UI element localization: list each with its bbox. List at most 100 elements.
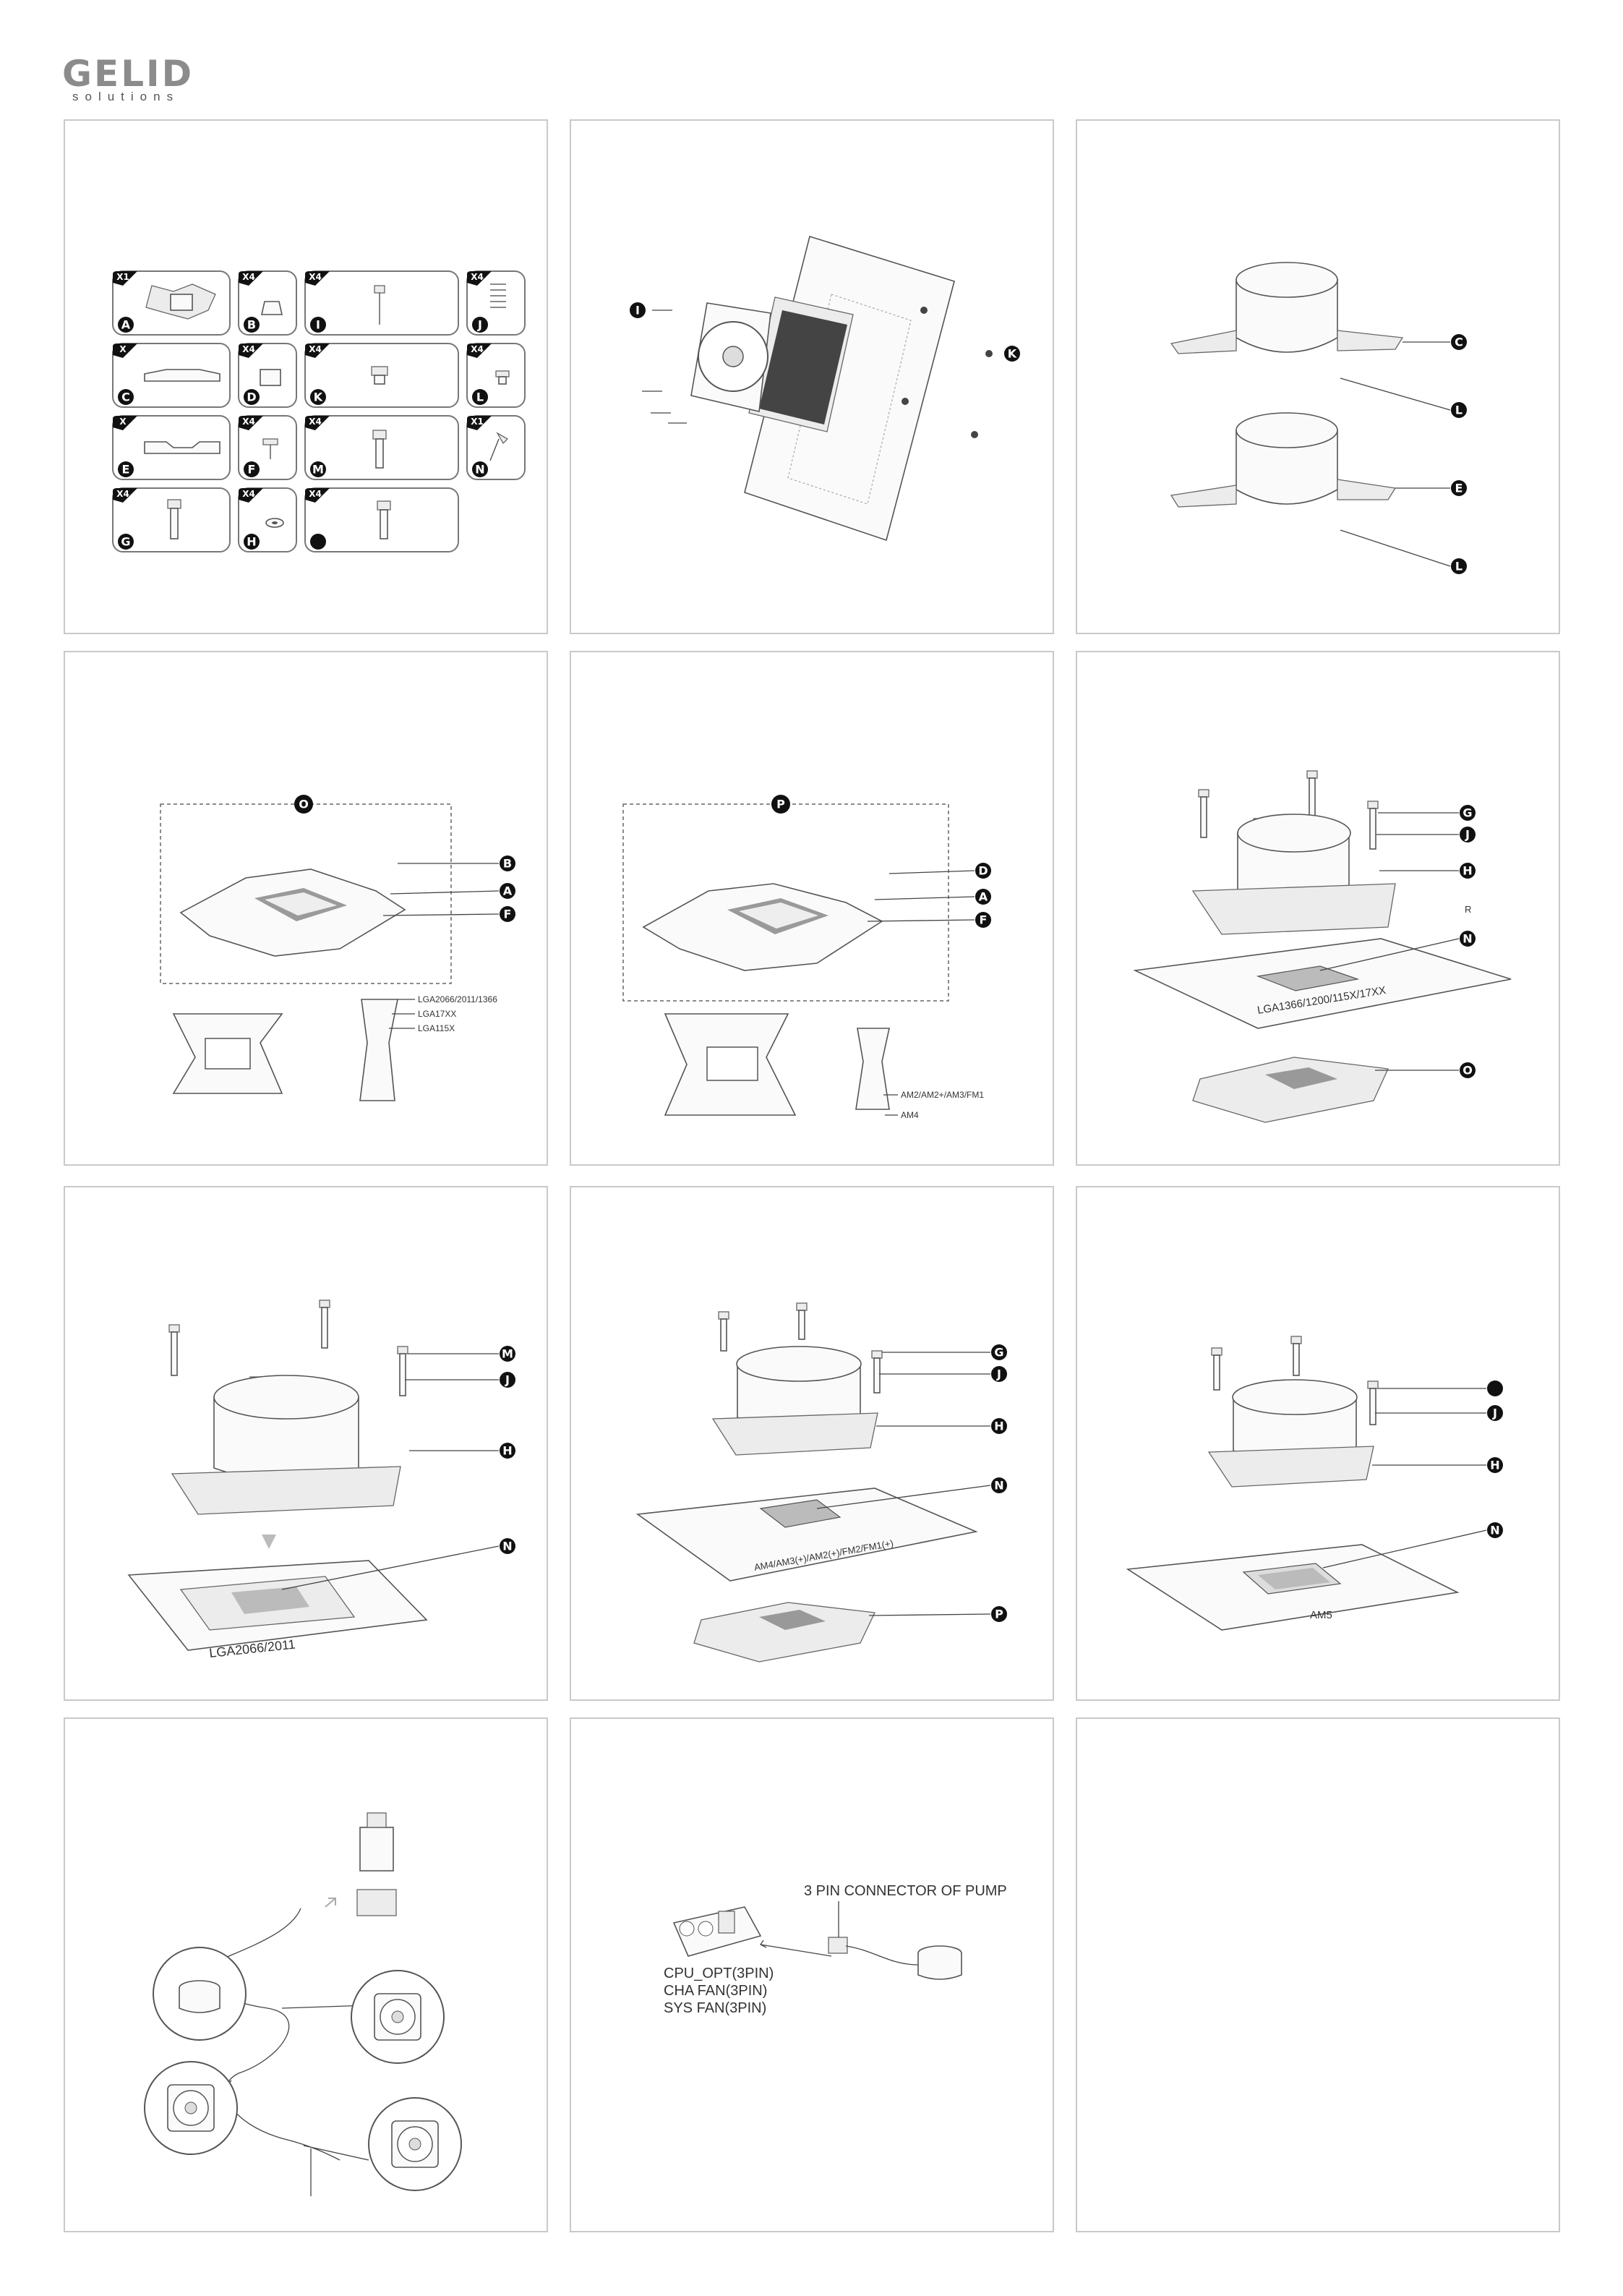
pump-top — [1170, 262, 1404, 354]
step3-label-l2: L — [1455, 560, 1463, 573]
step6-label-h: H — [1463, 864, 1472, 878]
step3-label-l1: L — [1455, 404, 1463, 417]
step3-label-e: E — [1455, 482, 1463, 495]
part-letter-h: H — [247, 535, 256, 549]
step6-label-o: O — [1463, 1064, 1473, 1077]
part-letter-m: M — [312, 463, 324, 477]
panel-parts-list: X1 A X4 B X4 I X4 J X C — [64, 119, 548, 634]
amd-backplate — [642, 883, 883, 971]
pump-unit — [171, 1375, 401, 1515]
fan-icon — [368, 2097, 462, 2191]
motherboard-header — [672, 1906, 762, 1957]
part-card-d: X4 D — [238, 343, 297, 408]
panel-pump-brackets: C L E L — [1076, 119, 1560, 634]
step4-label-b: B — [503, 857, 512, 871]
step8-label-h: H — [994, 1420, 1003, 1433]
part-card-f: X4 F — [238, 415, 297, 480]
part-qty-g: X4 — [116, 489, 129, 499]
part-qty-f: X4 — [242, 417, 255, 427]
part-letter-e: E — [122, 463, 130, 477]
part-qty-j: X4 — [471, 272, 484, 282]
fan-icon — [351, 1970, 445, 2064]
backplate-o — [1192, 1057, 1389, 1123]
cables — [202, 1908, 369, 2196]
step5-label-a: A — [979, 890, 988, 904]
part-letter-j: J — [477, 318, 482, 332]
socket-label-lga115x: LGA115X — [418, 1023, 455, 1033]
amd-bracket-side — [855, 1028, 890, 1110]
step4-label-f: F — [504, 908, 512, 921]
part-card-a: X1 A — [112, 270, 231, 336]
socket-label-lga2066: LGA2066/2011/1366 — [418, 994, 497, 1004]
part-letter-c: C — [121, 391, 130, 404]
part-card-i: X4 I — [304, 270, 459, 336]
step8-label-p: P — [995, 1608, 1003, 1621]
part-card-c: X C — [112, 343, 231, 408]
part-letter-i: I — [316, 318, 320, 332]
pump-icon — [153, 1947, 247, 2041]
motherboard-intel: LGA1366/1200/115X/17XX — [1133, 938, 1512, 1029]
part-letter-k: K — [314, 391, 323, 404]
part-card-g: X4 G — [112, 487, 231, 552]
part-qty-b: X4 — [242, 272, 255, 282]
gelid-logo: GELID solutions — [62, 52, 214, 104]
part-letter-b: B — [247, 318, 256, 332]
mount-screws — [1211, 1336, 1379, 1441]
part-letter-n: N — [475, 463, 484, 477]
connector — [356, 1812, 397, 1916]
step4-title-badge: O — [299, 798, 309, 811]
intel-backplate — [179, 869, 406, 957]
step5-label-f: F — [980, 913, 988, 927]
part-qty-k: X4 — [309, 344, 322, 354]
backplate-p — [693, 1602, 875, 1663]
part-qty-blank: X4 — [309, 489, 322, 499]
part-qty-l: X4 — [471, 344, 484, 354]
part-card-l: X4 L — [466, 343, 526, 408]
part-letter-g: G — [121, 535, 130, 549]
pump-connector-label: 3 PIN CONNECTOR OF PUMP — [804, 1883, 1007, 1899]
step6-label-n: N — [1463, 932, 1472, 946]
step8-label-j: J — [996, 1367, 1001, 1381]
step3-label-c: C — [1455, 336, 1463, 349]
step7-label-j: J — [505, 1373, 510, 1387]
brand-name: GELID — [62, 53, 194, 95]
panel-amd-am5: J H AM5 N — [1076, 1186, 1560, 1701]
motherboard-am5: AM5 — [1126, 1544, 1460, 1631]
pump-unit — [711, 1346, 878, 1456]
part-card-e: X E — [112, 415, 231, 480]
part-letter-f: F — [248, 463, 256, 477]
nut-label-k: K — [1008, 347, 1017, 361]
screws-i — [642, 310, 687, 424]
part-qty-c: X — [119, 344, 127, 354]
pump-cable — [828, 1937, 919, 1966]
motherboard-2066: LGA2066/2011 — [127, 1560, 428, 1660]
part-qty-i: X4 — [309, 272, 322, 282]
fan — [690, 302, 771, 412]
step9-blank-badge — [1487, 1380, 1503, 1396]
amd-backplate-front — [664, 1013, 797, 1116]
part-card-b: X4 B — [238, 270, 297, 336]
part-letter-d: D — [247, 391, 256, 404]
panel-blank — [1076, 1717, 1560, 2232]
step7-label-m: M — [502, 1347, 513, 1361]
header-sys-fan: SYS FAN(3PIN) — [664, 2000, 767, 2016]
part-qty-a: X1 — [116, 272, 129, 282]
part-letter-l: L — [476, 391, 484, 404]
pump-bottom — [1170, 412, 1397, 508]
part-qty-m: X4 — [309, 417, 322, 427]
socket-label-lga17xx: LGA17XX — [418, 1009, 456, 1019]
part-qty-n: X1 — [471, 417, 484, 427]
step5-label-d: D — [978, 864, 988, 878]
step6-label-g: G — [1463, 806, 1472, 820]
part-card-n: X1 N — [466, 415, 526, 480]
step4-label-a: A — [503, 884, 513, 898]
part-letter-a: A — [121, 318, 131, 332]
panel-amd-am4: G J H AM4/AM3(+)/AM2(+)/FM2/FM1(+) N P — [570, 1186, 1054, 1701]
part-qty-h: X4 — [242, 489, 255, 499]
header-cpu-opt: CPU_OPT(3PIN) — [664, 1966, 774, 1981]
part-qty-e: X — [119, 417, 127, 427]
step7-label-h: H — [502, 1444, 512, 1458]
board-label-am5: AM5 — [1310, 1609, 1332, 1621]
panel-intel-2066: M J H LGA2066/2011 N — [64, 1186, 548, 1701]
part-qty-d: X4 — [242, 344, 255, 354]
